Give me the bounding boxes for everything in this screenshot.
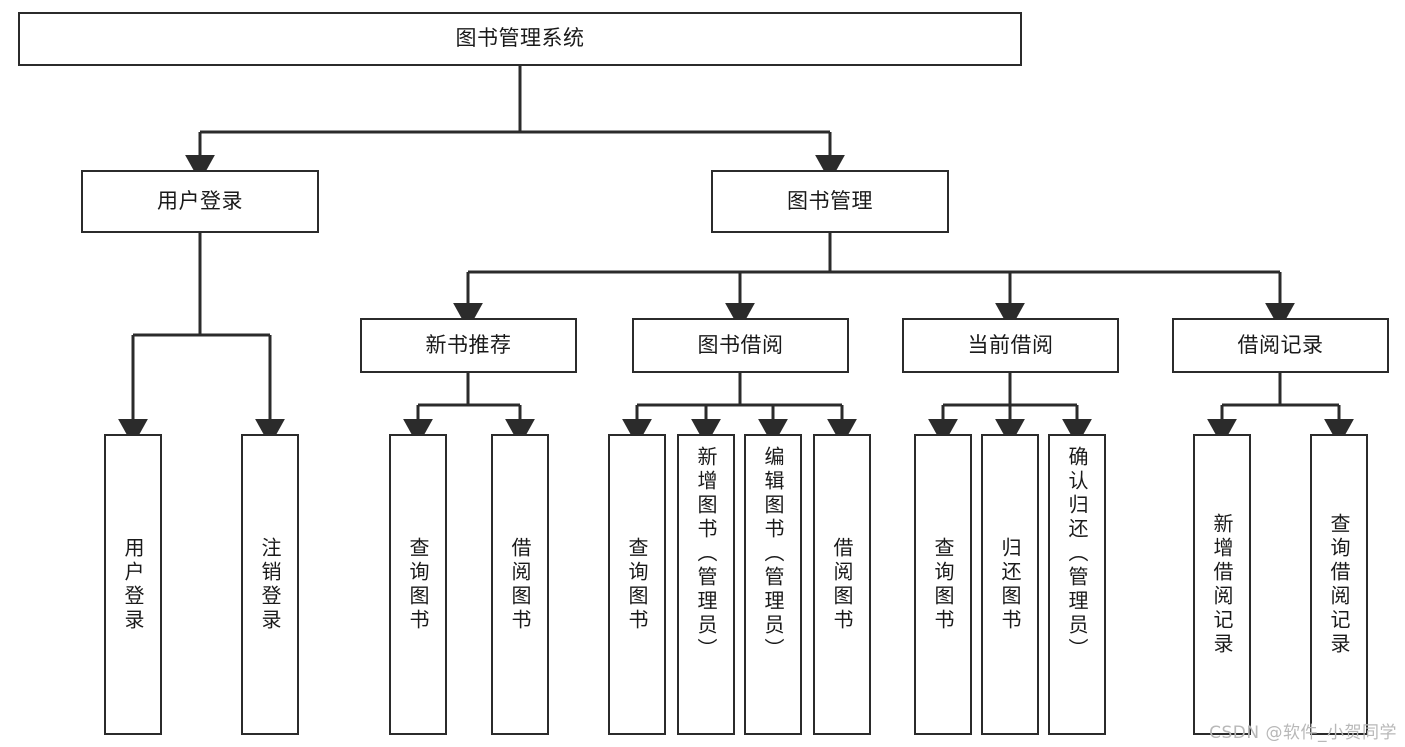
node-leaf-logout[interactable]: 注销登录 — [241, 434, 299, 735]
node-book-management-label: 图书管理 — [787, 188, 873, 213]
node-current-borrow-label: 当前借阅 — [967, 332, 1054, 357]
node-leaf-cb-query-book[interactable]: 查询图书 — [914, 434, 972, 735]
node-leaf-bb-add-book[interactable]: 新增图书（管理员） — [677, 434, 735, 735]
node-leaf-cb-confirm-return[interactable]: 确认归还（管理员） — [1048, 434, 1106, 735]
node-leaf-cb-return-book-label: 归还图书 — [998, 536, 1022, 633]
node-borrow-record[interactable]: 借阅记录 — [1172, 318, 1389, 373]
node-leaf-bb-borrow-book[interactable]: 借阅图书 — [813, 434, 871, 735]
node-leaf-bb-edit-book-label: 编辑图书（管理员） — [761, 446, 785, 662]
node-leaf-logout-label: 注销登录 — [258, 536, 282, 633]
node-leaf-br-add-record-label: 新增借阅记录 — [1210, 512, 1234, 657]
node-leaf-bb-query-book-label: 查询图书 — [625, 536, 649, 633]
node-leaf-cb-confirm-return-label: 确认归还（管理员） — [1065, 446, 1089, 662]
node-book-borrow[interactable]: 图书借阅 — [632, 318, 849, 373]
node-leaf-nb-borrow-book[interactable]: 借阅图书 — [491, 434, 549, 735]
node-leaf-user-login[interactable]: 用户登录 — [104, 434, 162, 735]
node-leaf-nb-query-book[interactable]: 查询图书 — [389, 434, 447, 735]
csdn-watermark: CSDN @软件_小贺同学 — [1209, 723, 1397, 743]
node-leaf-bb-add-book-label: 新增图书（管理员） — [694, 446, 718, 662]
node-leaf-user-login-label: 用户登录 — [121, 536, 145, 633]
node-leaf-br-add-record[interactable]: 新增借阅记录 — [1193, 434, 1251, 735]
node-user-login[interactable]: 用户登录 — [81, 170, 319, 233]
node-leaf-br-query-record[interactable]: 查询借阅记录 — [1310, 434, 1368, 735]
node-leaf-br-query-record-label: 查询借阅记录 — [1327, 512, 1351, 657]
node-new-book-recommend-label: 新书推荐 — [425, 332, 512, 357]
node-leaf-cb-query-book-label: 查询图书 — [931, 536, 955, 633]
node-leaf-nb-borrow-book-label: 借阅图书 — [508, 536, 532, 633]
node-current-borrow[interactable]: 当前借阅 — [902, 318, 1119, 373]
node-new-book-recommend[interactable]: 新书推荐 — [360, 318, 577, 373]
node-leaf-cb-return-book[interactable]: 归还图书 — [981, 434, 1039, 735]
node-root[interactable]: 图书管理系统 — [18, 12, 1022, 66]
node-book-borrow-label: 图书借阅 — [697, 332, 784, 357]
node-user-login-label: 用户登录 — [157, 188, 243, 213]
node-leaf-bb-borrow-book-label: 借阅图书 — [830, 536, 854, 633]
node-leaf-bb-query-book[interactable]: 查询图书 — [608, 434, 666, 735]
node-book-management[interactable]: 图书管理 — [711, 170, 949, 233]
node-borrow-record-label: 借阅记录 — [1237, 332, 1324, 357]
node-root-label: 图书管理系统 — [455, 26, 585, 51]
node-leaf-nb-query-book-label: 查询图书 — [406, 536, 430, 633]
node-leaf-bb-edit-book[interactable]: 编辑图书（管理员） — [744, 434, 802, 735]
